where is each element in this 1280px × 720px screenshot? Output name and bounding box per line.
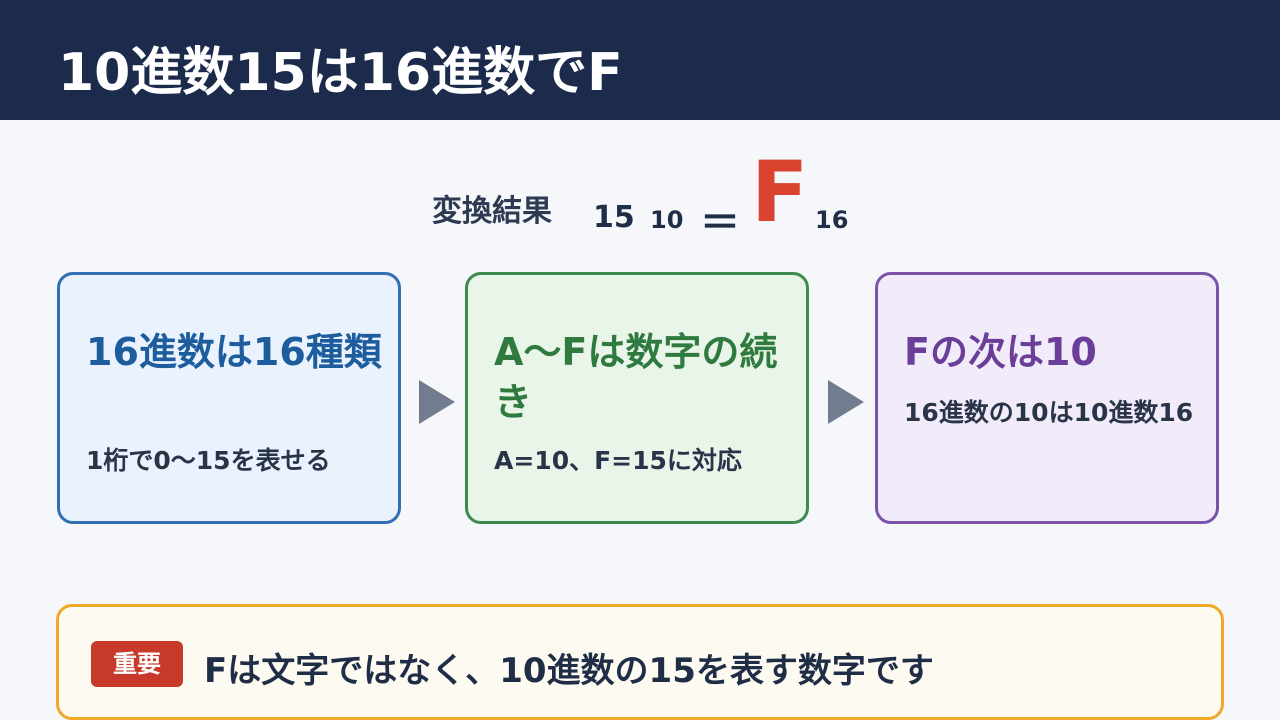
arrow-right-icon: [419, 380, 455, 424]
card-description: A=10、F=15に対応: [494, 446, 742, 475]
conversion-result: 変換結果 15 10 ＝ F 16: [0, 0, 1280, 260]
decimal-value: 15: [593, 200, 635, 235]
card-sixteen-symbols: 16進数は16種類 1桁で0〜15を表せる: [57, 272, 401, 524]
card-title: Fの次は10: [904, 330, 1097, 374]
important-badge: 重要: [91, 641, 183, 687]
result-label: 変換結果: [432, 194, 552, 229]
header-bar: 10進数15は16進数でF: [0, 0, 1280, 120]
important-text: Fは文字ではなく、10進数の15を表す数字です: [204, 651, 934, 691]
card-title: A〜Fは数字の続き: [494, 330, 778, 424]
hex-base-subscript: 16: [815, 206, 849, 234]
card-title: 16進数は16種類: [86, 330, 382, 374]
card-description: 1桁で0〜15を表せる: [86, 446, 331, 475]
hex-value: F: [751, 143, 809, 241]
important-note: 重要 Fは文字ではなく、10進数の15を表す数字です: [56, 604, 1224, 720]
card-letters-continue: A〜Fは数字の続き A=10、F=15に対応: [465, 272, 809, 524]
equals-sign: ＝: [700, 200, 740, 246]
page-title: 10進数15は16進数でF: [58, 43, 623, 103]
decimal-base-subscript: 10: [650, 206, 684, 234]
card-after-f: Fの次は10 16進数の10は10進数16: [875, 272, 1219, 524]
card-description: 16進数の10は10進数16: [904, 398, 1194, 427]
arrow-right-icon: [828, 380, 864, 424]
